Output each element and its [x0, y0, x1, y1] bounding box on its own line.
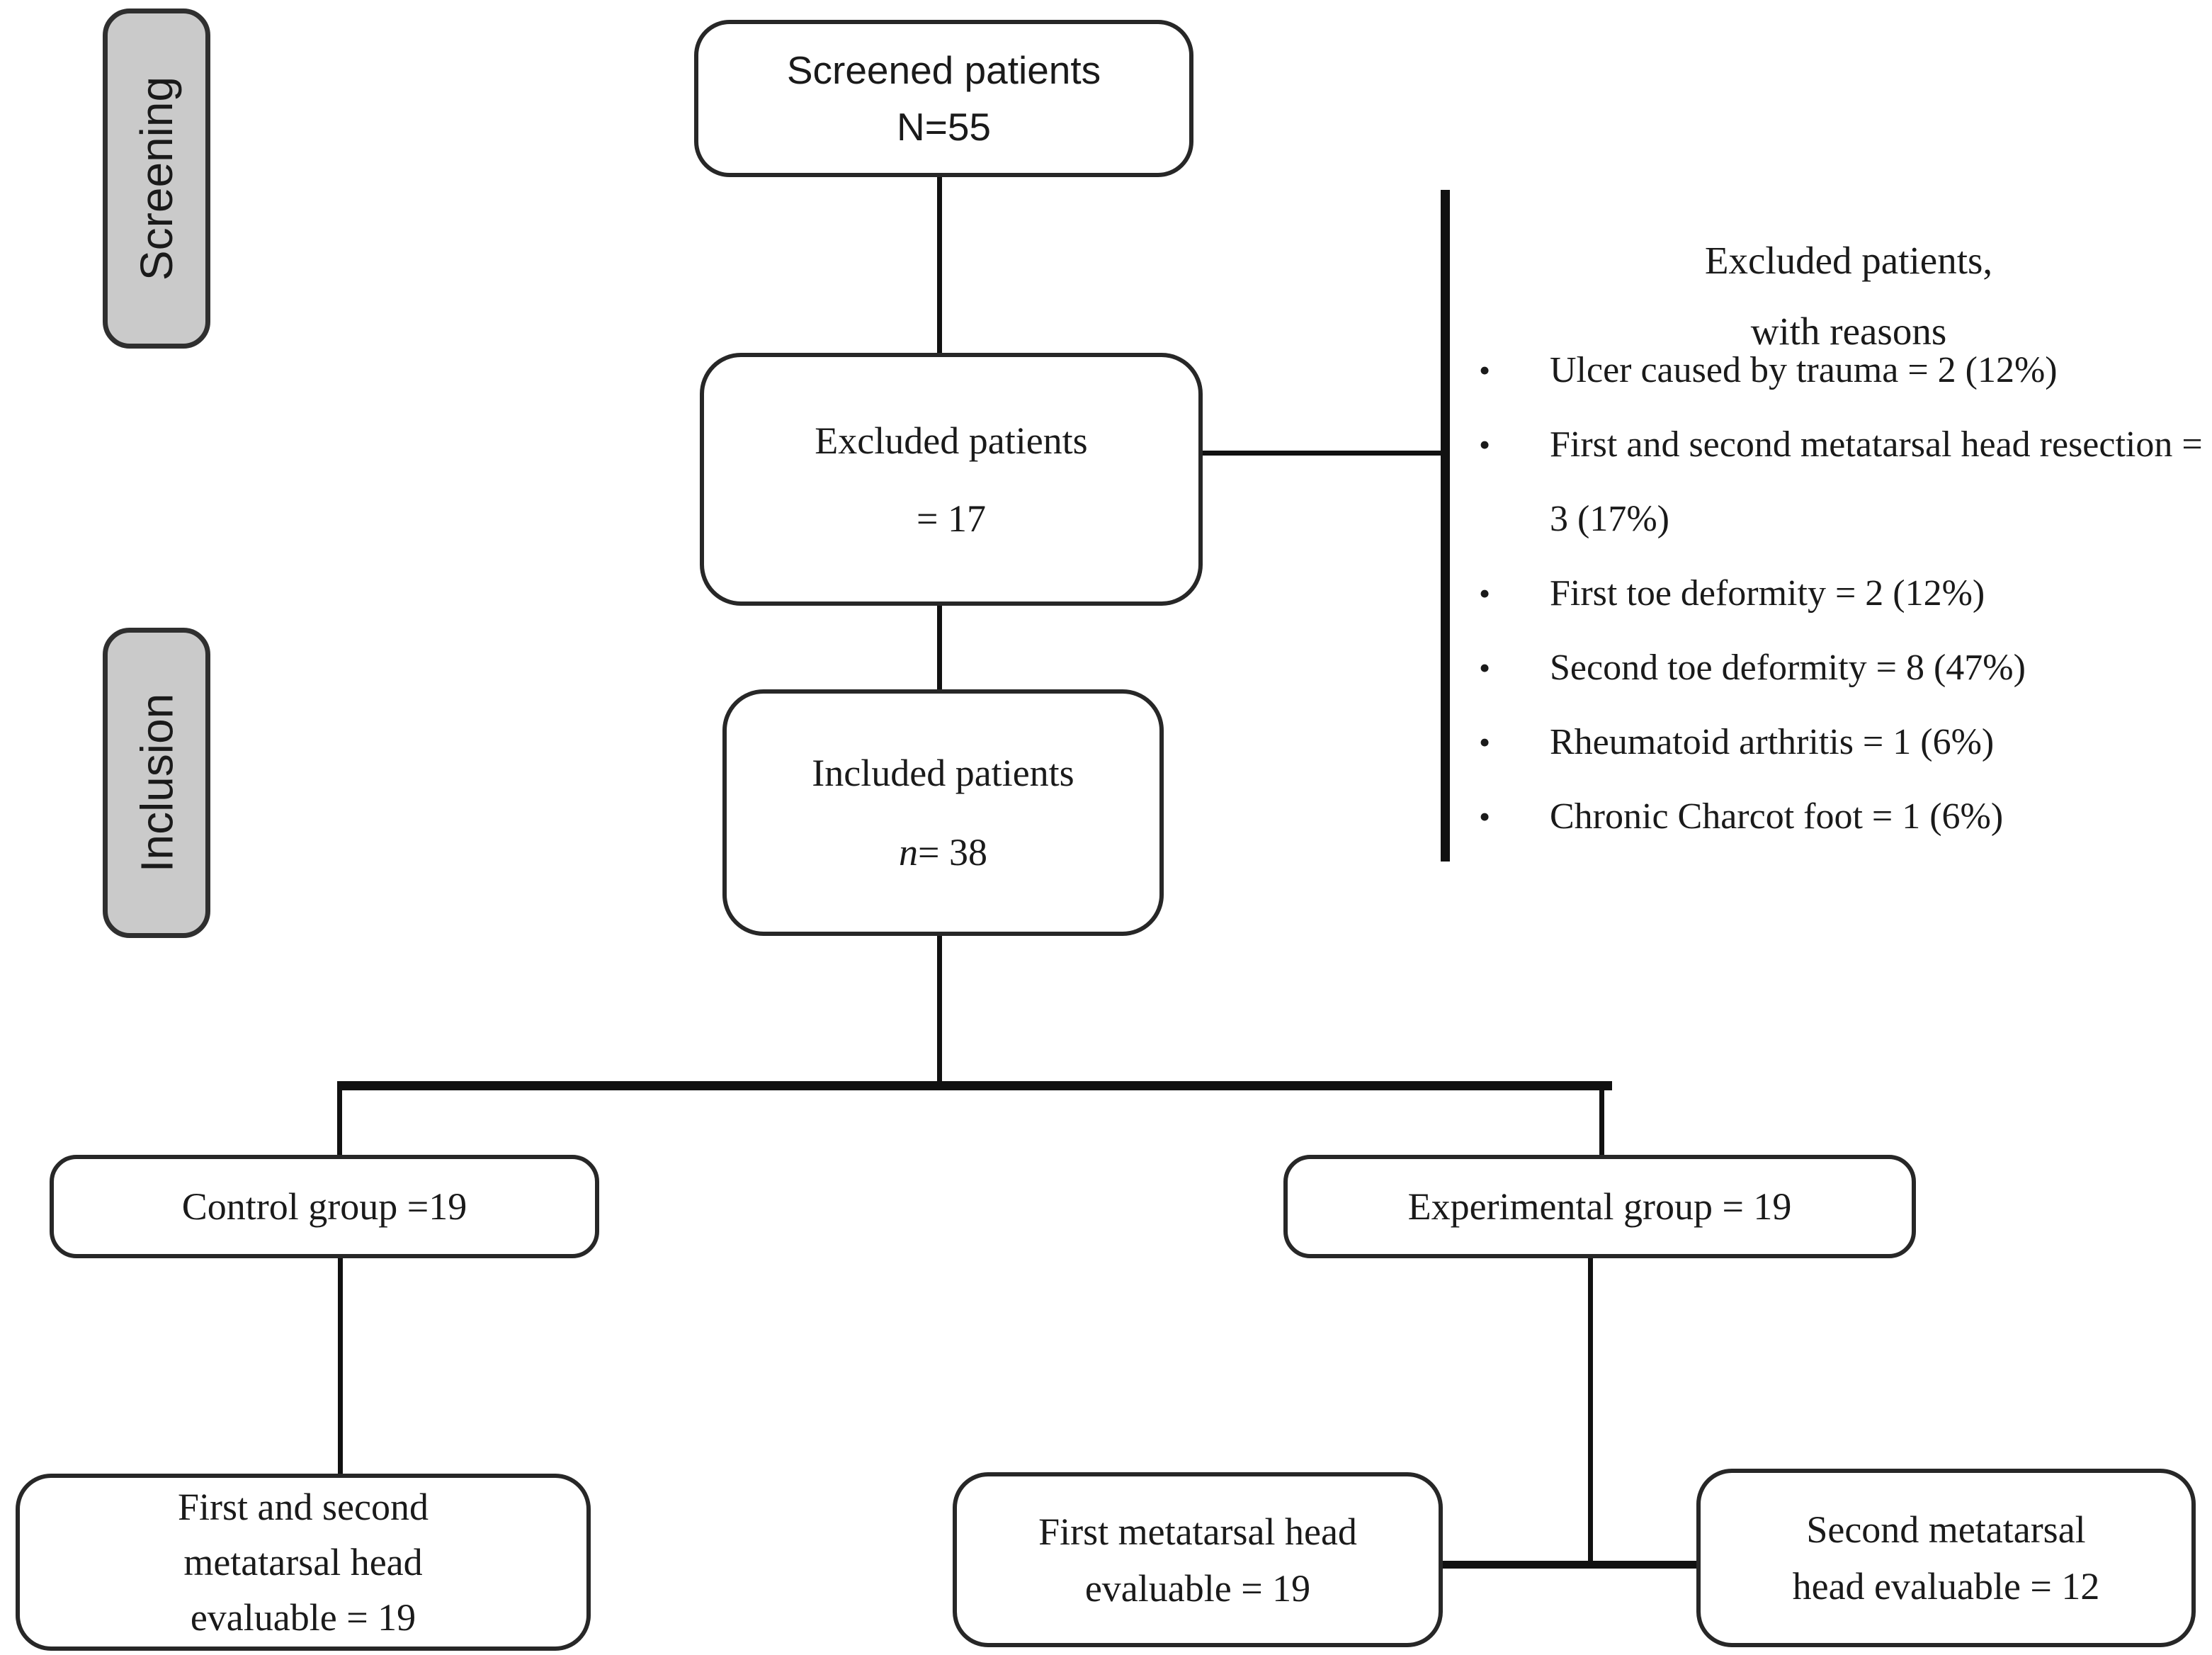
exclusion-reason-item: First toe deformity = 2 (12%) [1465, 556, 2212, 631]
exclusion-reason-item: First and second metatarsal head resecti… [1465, 407, 2212, 556]
control-outcome-box: First and second metatarsal head evaluab… [16, 1474, 591, 1651]
excluded-patients-box: Excluded patients = 17 [700, 353, 1203, 606]
connector-excluded-to-reasons [1202, 451, 1444, 456]
control-outcome-line2: metatarsal head [183, 1541, 423, 1583]
experimental-group-box: Experimental group = 19 [1283, 1155, 1916, 1258]
first-metatarsal-line2: evaluable = 19 [1084, 1566, 1311, 1610]
split-drop-to-control [337, 1089, 342, 1156]
screened-patients-label: Screened patients [786, 48, 1101, 92]
screened-patients-count: N=55 [896, 105, 991, 149]
split-drop-to-experimental [1599, 1089, 1604, 1156]
connector-experimental-to-outcomes [1588, 1257, 1593, 1566]
second-metatarsal-line1: Second metatarsal [1806, 1508, 2086, 1551]
control-outcome-line3: evaluable = 19 [190, 1596, 416, 1639]
control-group-box: Control group =19 [50, 1155, 599, 1258]
included-patients-box: Included patients n= 38 [722, 689, 1164, 936]
included-n-symbol: n [899, 831, 919, 874]
outcomes-horizontal-link [1441, 1561, 1698, 1569]
stage-label-screening: Screening [103, 9, 210, 349]
stage-label-inclusion-text: Inclusion [131, 693, 182, 873]
connector-included-to-split [937, 934, 942, 1088]
screened-patients-box: Screened patients N=55 [694, 20, 1193, 177]
stage-label-inclusion: Inclusion [103, 628, 210, 938]
excluded-patients-count: = 17 [917, 497, 986, 540]
second-metatarsal-line2: head evaluable = 12 [1792, 1565, 2100, 1608]
included-patients-label: Included patients [812, 752, 1074, 794]
second-metatarsal-outcome-box: Second metatarsal head evaluable = 12 [1696, 1469, 2196, 1647]
exclusion-reasons-header-line1: Excluded patients, [1704, 239, 1993, 282]
experimental-group-label: Experimental group = 19 [1407, 1185, 1792, 1228]
reasons-bracket-line [1441, 190, 1450, 862]
connector-screened-to-excluded [937, 170, 942, 356]
exclusion-reason-item: Ulcer caused by trauma = 2 (12%) [1465, 333, 2212, 407]
connector-excluded-to-included [937, 604, 942, 691]
exclusion-reasons-header: Excluded patients, with reasons [1523, 225, 2174, 367]
exclusion-reason-item: Second toe deformity = 8 (47%) [1465, 631, 2212, 705]
first-metatarsal-line1: First metatarsal head [1038, 1510, 1357, 1553]
exclusion-reasons-list: Ulcer caused by trauma = 2 (12%) First a… [1465, 333, 2212, 854]
control-group-label: Control group =19 [181, 1185, 467, 1228]
control-outcome-line1: First and second [178, 1486, 429, 1528]
connector-control-to-outcome [338, 1257, 343, 1475]
exclusion-reason-item: Rheumatoid arthritis = 1 (6%) [1465, 705, 2212, 779]
excluded-patients-label: Excluded patients [815, 419, 1088, 462]
included-n-value: = 38 [918, 831, 987, 874]
stage-label-screening-text: Screening [131, 76, 182, 281]
first-metatarsal-outcome-box: First metatarsal head evaluable = 19 [953, 1472, 1443, 1647]
included-patients-count: n= 38 [899, 813, 987, 892]
split-horizontal-line [337, 1081, 1612, 1090]
exclusion-reason-item: Chronic Charcot foot = 1 (6%) [1465, 779, 2212, 854]
